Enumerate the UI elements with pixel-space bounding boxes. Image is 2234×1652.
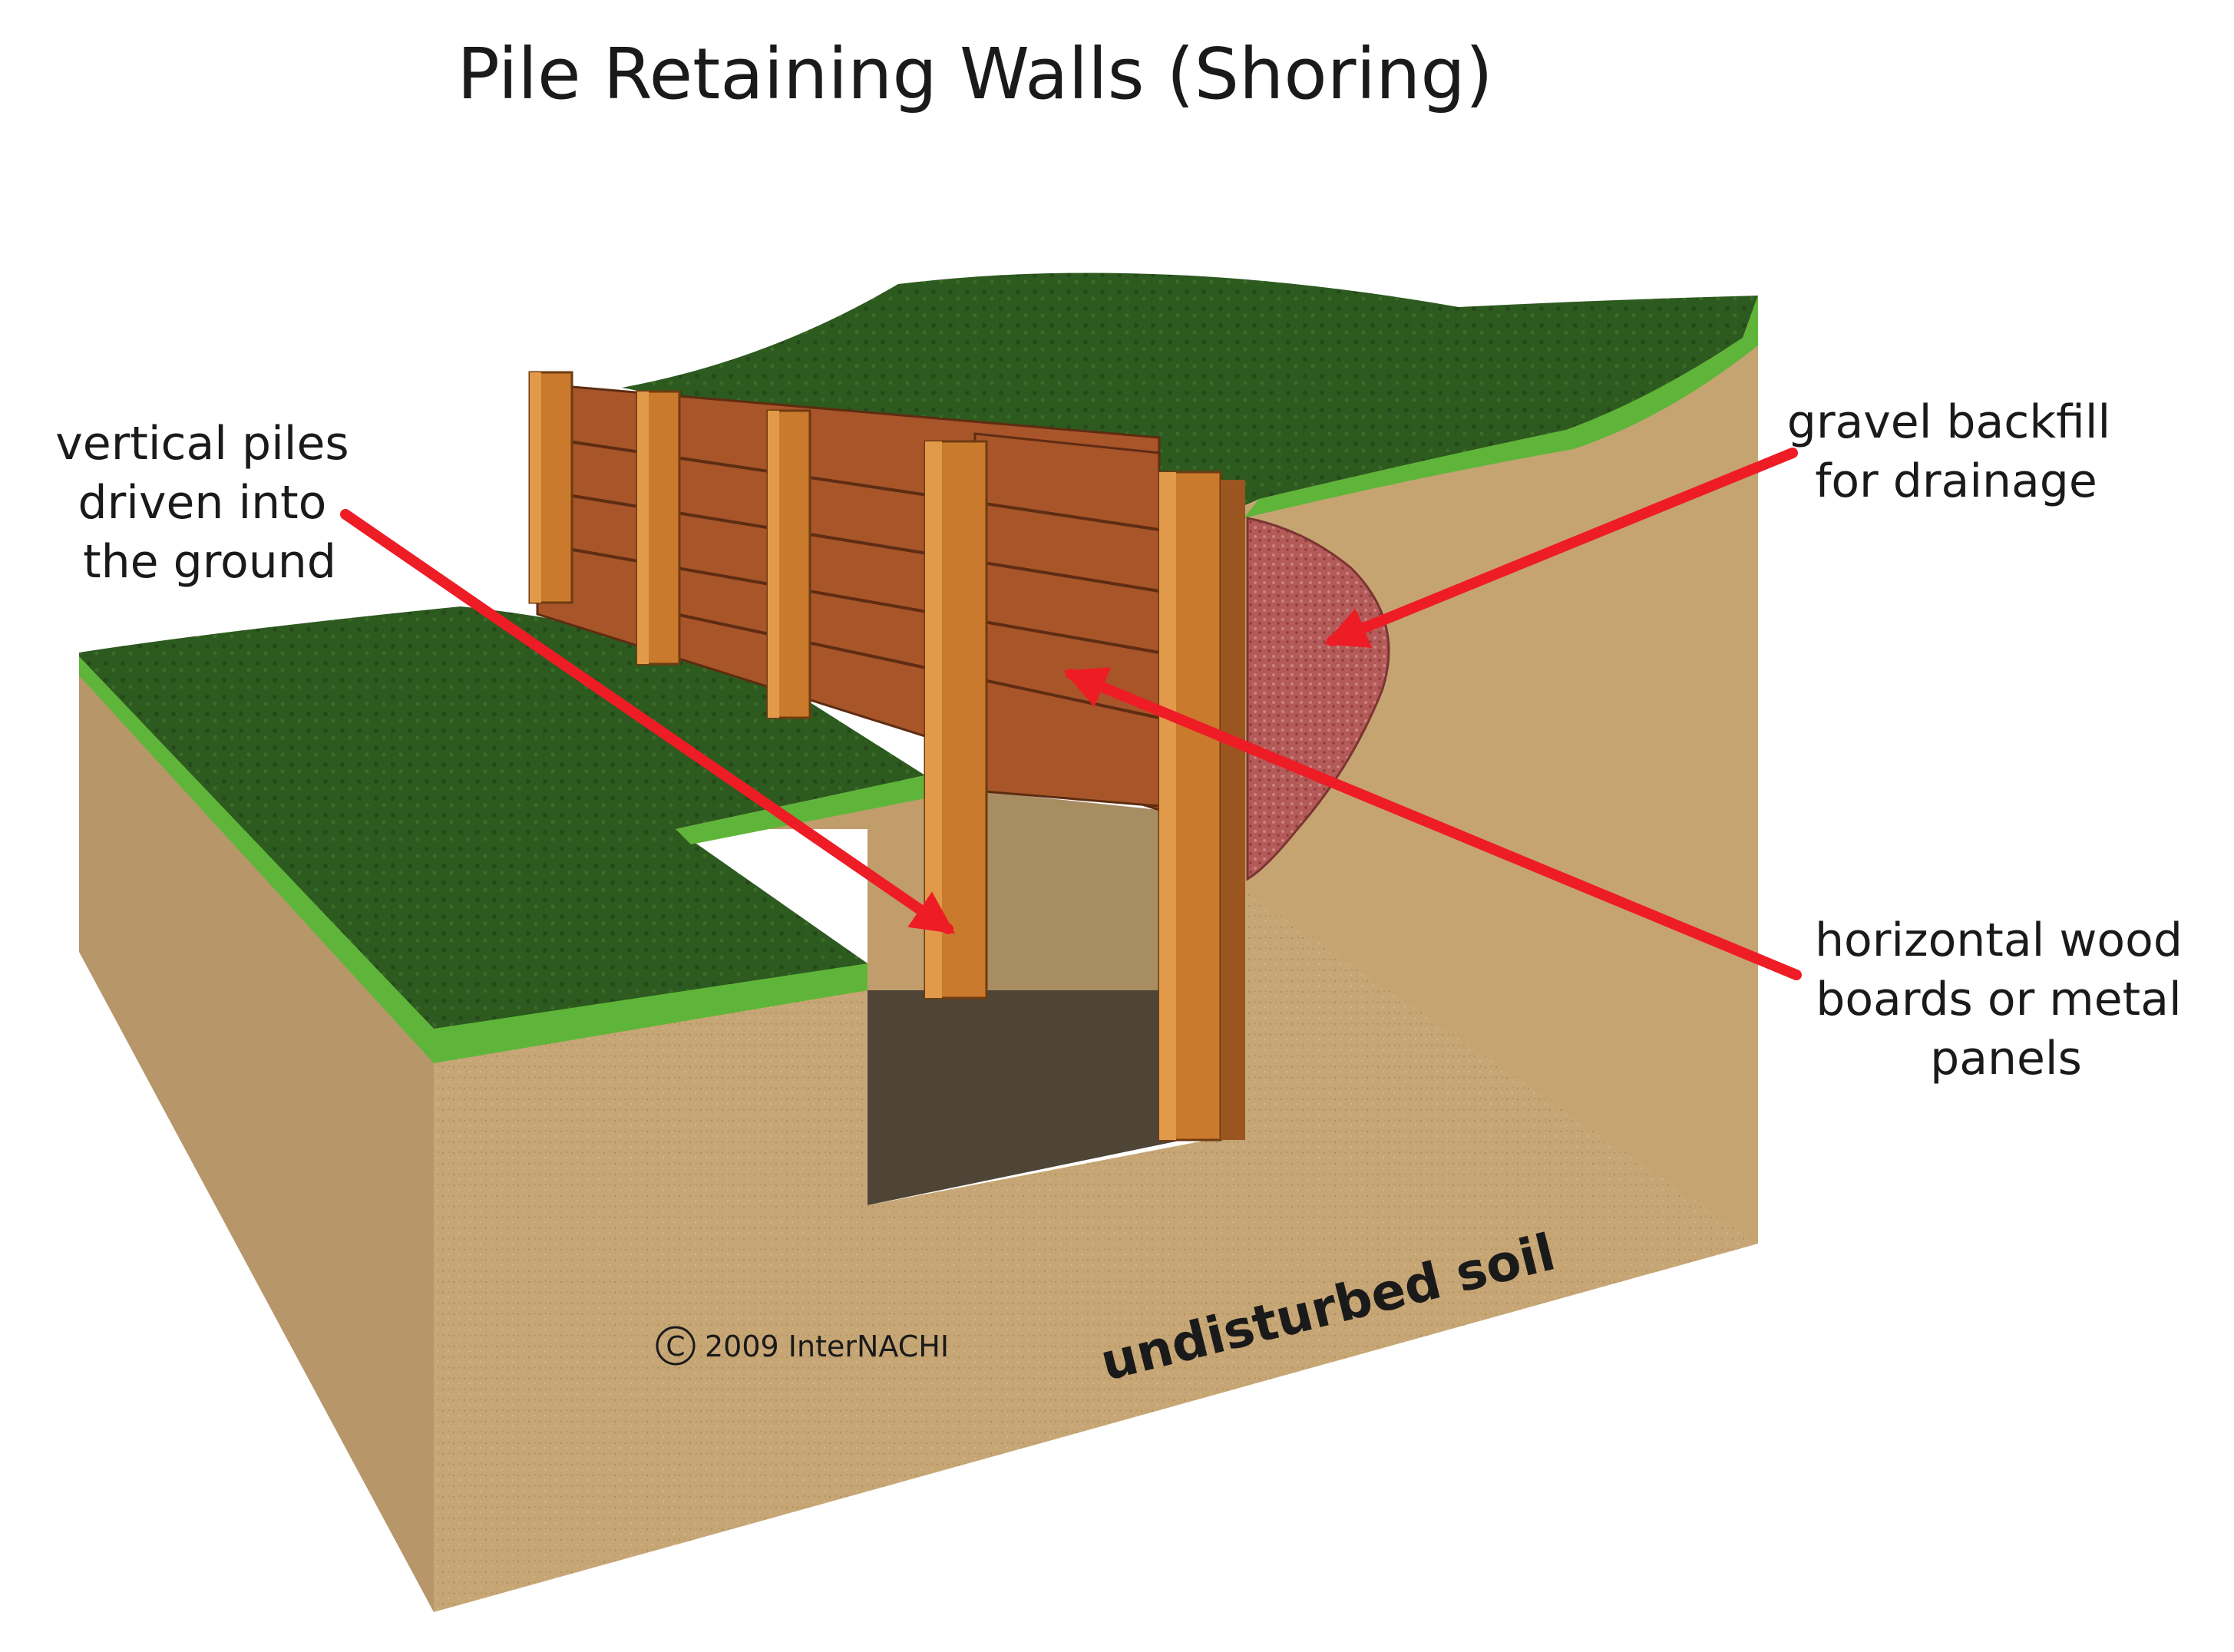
soil-left-face [79, 656, 434, 1612]
label-horizontal-boards: horizontal wood boards or metal panels [1815, 914, 2197, 1085]
arrow-piles [340, 509, 956, 934]
copyright-symbol: C [666, 1331, 685, 1363]
grass-high-ground [622, 273, 1758, 510]
pile-1 [528, 371, 573, 604]
arrow-gravel [1324, 448, 1798, 648]
copyright-notice: C 2009 InterNACHI [656, 1326, 949, 1366]
pile-2 [636, 390, 681, 666]
label-gravel-backfill: gravel backfill for drainage [1787, 395, 2125, 508]
soil-back-face [1244, 299, 1758, 1244]
grass-low-ground [79, 606, 925, 1029]
grass-high-edge [1244, 296, 1758, 518]
copyright-text: 2009 InterNACHI [705, 1330, 949, 1363]
boards-near [973, 432, 1161, 808]
pit-back-wall [975, 791, 1159, 990]
pile-3 [766, 409, 811, 719]
grass-notch-edge [676, 775, 925, 844]
soil-front-face [434, 963, 867, 1612]
label-vertical-piles: vertical piles driven into the ground [55, 417, 363, 589]
arrow-boards [1062, 667, 1802, 980]
diagram-title: Pile Retaining Walls (Shoring) [457, 33, 1492, 115]
excavation-pit [867, 990, 1201, 1205]
pile-5 [1158, 471, 1245, 1142]
